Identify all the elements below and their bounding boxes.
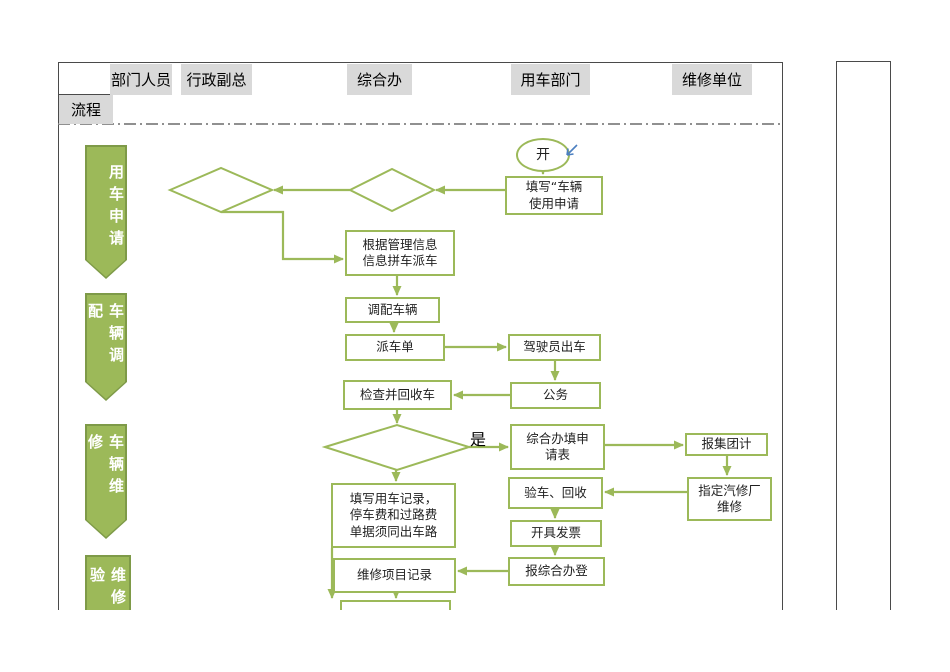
table-left-border xyxy=(58,62,59,610)
decision-diamond-right[interactable] xyxy=(347,167,437,213)
lane-banner-vehicle-repair[interactable]: 车辆维修 xyxy=(85,424,127,539)
decision-diamond-left[interactable] xyxy=(167,166,275,214)
decision-diamond-approval[interactable] xyxy=(321,423,473,472)
node-dispatch-order[interactable]: 派车单 xyxy=(345,334,445,361)
header-col-admin-vp: 行政副总 xyxy=(181,64,252,95)
lane-label: 用车申请 xyxy=(107,164,125,252)
banner-fill xyxy=(87,295,125,399)
banner-fill xyxy=(87,426,125,537)
node-fill-use-record[interactable]: 填写用车记录， 停车费和过路费 单据须同出车路 xyxy=(331,483,456,548)
header-col-repair-unit: 维修单位 xyxy=(672,64,752,95)
header-label: 维修单位 xyxy=(681,71,742,89)
process-row-label: 流程 xyxy=(59,95,113,124)
connector-layer xyxy=(58,123,782,599)
node-driver-depart[interactable]: 驾驶员出车 xyxy=(508,334,601,361)
side-column-right-border xyxy=(890,61,891,610)
node-designated-repair[interactable]: 指定汽修厂 维修 xyxy=(687,477,772,521)
header-label: 行政副总 xyxy=(186,71,247,89)
header-label: 用车部门 xyxy=(520,71,581,89)
node-inspect-recover[interactable]: 验车、回收 xyxy=(508,477,603,509)
side-column-left-border xyxy=(836,61,837,610)
connector-left-decision-to-carpool xyxy=(221,210,344,264)
banner-fill xyxy=(87,147,125,277)
node-issue-invoice[interactable]: 开具发票 xyxy=(510,520,602,547)
table-right-border xyxy=(782,62,783,610)
side-column-top-border xyxy=(836,61,890,62)
lane-banner-repair-acceptance[interactable]: 维修验 xyxy=(85,555,131,610)
node-check-recover[interactable]: 检查并回收车 xyxy=(343,380,452,410)
header-label: 综合办 xyxy=(356,71,402,89)
lane-label: 车辆维修 xyxy=(86,434,125,500)
lane-label: 维修验 xyxy=(88,567,127,610)
yes-branch-label: 是 xyxy=(470,430,487,449)
node-report-group[interactable]: 报集团计 xyxy=(685,433,768,456)
node-cleaning-requirement[interactable]: 清洗按要求 xyxy=(340,600,451,610)
node-carpool-dispatch[interactable]: 根据管理信息 信息拼车派车 xyxy=(345,230,455,276)
header-col-department-staff: 部门人员 xyxy=(110,64,172,95)
start-label: 开 xyxy=(536,146,550,163)
node-allocate-vehicle[interactable]: 调配车辆 xyxy=(345,297,440,323)
node-report-office[interactable]: 报综合办登 xyxy=(508,557,605,586)
node-official-business[interactable]: 公务 xyxy=(510,382,601,409)
process-label: 流程 xyxy=(70,101,101,119)
node-office-fill-form[interactable]: 综合办填申 请表 xyxy=(510,424,605,470)
lane-label: 车辆调配 xyxy=(86,303,125,369)
header-label: 部门人员 xyxy=(110,71,171,89)
corner-cell-border xyxy=(58,94,110,95)
edit-cursor-icon xyxy=(566,144,578,156)
table-top-border xyxy=(58,62,782,63)
lane-banner-vehicle-application[interactable]: 用车申请 xyxy=(85,145,127,279)
node-repair-record[interactable]: 维修项目记录 xyxy=(333,558,456,593)
header-col-general-office: 综合办 xyxy=(347,64,412,95)
header-col-vehicle-dept: 用车部门 xyxy=(511,64,590,95)
flowchart-area: 部门人员 行政副总 综合办 用车部门 维修单位 流程 xyxy=(58,61,891,610)
node-fill-application[interactable]: 填写“车辆 使用申请 xyxy=(505,176,603,215)
lane-banner-vehicle-allocation[interactable]: 车辆调配 xyxy=(85,293,127,401)
